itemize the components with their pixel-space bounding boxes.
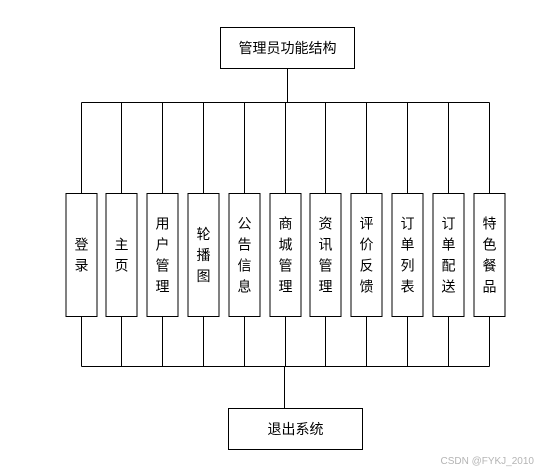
module-box: 特色餐品 [473,193,506,317]
module-label: 特色餐品 [483,217,497,296]
watermark: CSDN @FYKJ_2010 [440,456,534,467]
module-box: 用户管理 [146,193,179,317]
module-box: 订单列表 [391,193,424,317]
module-label: 订单配送 [442,217,456,296]
module-box: 评价反馈 [350,193,383,317]
module-label: 订单列表 [401,217,415,296]
module-label: 资讯管理 [319,217,333,296]
connector-lines [81,68,490,409]
module-box: 资讯管理 [309,193,342,317]
module-box: 订单配送 [432,193,465,317]
module-label: 用户管理 [156,217,170,296]
module-box: 商城管理 [269,193,302,317]
bottom-node: 退出系统 [228,408,363,450]
bottom-node-label: 退出系统 [268,422,324,438]
module-label: 轮播图 [197,227,211,285]
module-label: 评价反馈 [360,217,374,296]
module-box: 公告信息 [228,193,261,317]
module-box: 主页 [105,193,138,317]
module-label: 商城管理 [279,217,293,296]
module-box: 轮播图 [187,193,220,317]
module-label: 主页 [115,238,129,275]
module-label: 公告信息 [238,217,252,296]
module-label: 登录 [75,238,89,275]
top-node: 管理员功能结构 [220,27,355,69]
top-node-label: 管理员功能结构 [239,41,337,57]
module-box: 登录 [65,193,98,317]
